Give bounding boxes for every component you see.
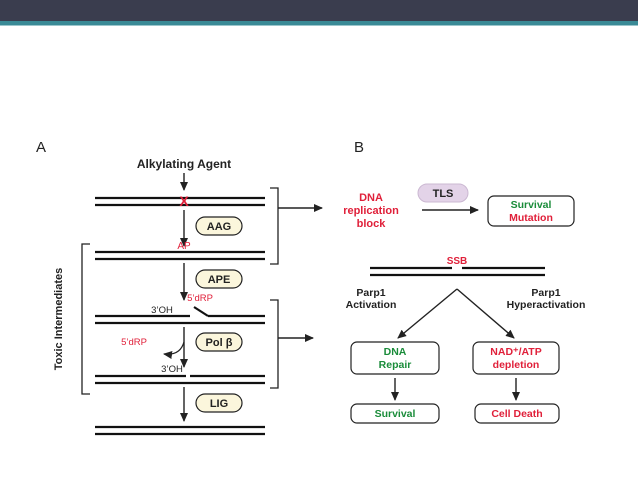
nad-atp-line-1: NAD⁺/ATP xyxy=(490,346,541,358)
arrow-to-nad-depletion xyxy=(456,288,515,339)
survival-mutation-line-2: Mutation xyxy=(509,212,553,224)
dna-replication-block: DNA replication block xyxy=(343,192,399,230)
dna-duplex-ap-site xyxy=(95,250,265,261)
survival-box: Survival xyxy=(350,403,440,424)
dna-block-line-3: block xyxy=(357,218,387,230)
enzyme-lig: LIG xyxy=(195,393,243,413)
parp-hyper-line-2: Hyperactivation xyxy=(507,299,586,311)
tls-label: TLS xyxy=(433,188,454,200)
enzyme-lig-label: LIG xyxy=(210,398,228,410)
drp-label-left: 5’dRP xyxy=(121,337,147,348)
enzyme-pol-beta-label: Pol β xyxy=(206,337,233,349)
oh-label-top: 3’OH xyxy=(151,305,173,316)
enzyme-aag: AAG xyxy=(195,216,243,236)
header-dark-band xyxy=(0,0,638,21)
cell-death-label: Cell Death xyxy=(491,408,542,420)
survival-mutation-box: Survival Mutation xyxy=(487,195,575,227)
survival-label: Survival xyxy=(375,408,416,420)
dna-duplex-damaged xyxy=(95,196,265,207)
dna-repair-box: DNA Repair xyxy=(350,341,440,375)
ssb-label: SSB xyxy=(447,256,468,267)
header-teal-accent xyxy=(0,25,638,26)
oh-label-bottom: 3’OH xyxy=(161,364,183,375)
lesion-x-mark: X xyxy=(179,193,189,209)
dna-duplex-nicked xyxy=(95,306,265,325)
dna-duplex-ssb xyxy=(370,266,545,277)
header-teal-stripe xyxy=(0,21,638,25)
dna-repair-line-2: Repair xyxy=(379,359,412,371)
parp1-hyperactivation-label: Parp1 Hyperactivation xyxy=(507,287,586,311)
nad-atp-depletion-box: NAD⁺/ATP depletion xyxy=(472,341,560,375)
parp-activation-line-1: Parp1 xyxy=(356,287,385,299)
panel-a-label: A xyxy=(36,139,46,156)
tls-badge: TLS xyxy=(417,183,469,203)
toxic-intermediates-label: Toxic Intermediates xyxy=(53,268,65,371)
arrow-to-dna-repair xyxy=(397,288,458,339)
dna-duplex-filled xyxy=(95,374,265,385)
panel-b-label: B xyxy=(354,139,364,156)
dna-block-line-2: replication xyxy=(343,205,399,217)
cell-death-box: Cell Death xyxy=(474,403,560,424)
drp-label-top: 5’dRP xyxy=(187,293,213,304)
dna-block-line-1: DNA xyxy=(359,192,383,204)
dna-repair-line-1: DNA xyxy=(384,346,407,358)
dna-duplex-repaired xyxy=(95,425,265,436)
bracket-lower xyxy=(270,299,279,389)
drp-removal-arrow xyxy=(163,341,185,359)
alkylating-agent-label: Alkylating Agent xyxy=(137,157,231,171)
ap-site-label: AP xyxy=(177,241,191,252)
survival-mutation-line-1: Survival xyxy=(511,199,552,211)
slide-header-bar xyxy=(0,0,638,26)
parp-hyper-line-1: Parp1 xyxy=(531,287,560,299)
parp-activation-line-2: Activation xyxy=(346,299,397,311)
nad-atp-line-2: depletion xyxy=(493,359,540,371)
enzyme-aag-label: AAG xyxy=(207,221,231,233)
enzyme-ape-label: APE xyxy=(208,274,231,286)
enzyme-pol-beta: Pol β xyxy=(195,332,243,352)
enzyme-ape: APE xyxy=(195,269,243,289)
toxic-intermediates-bracket xyxy=(81,243,90,395)
parp1-activation-label: Parp1 Activation xyxy=(346,287,397,311)
bracket-upper xyxy=(270,187,279,265)
